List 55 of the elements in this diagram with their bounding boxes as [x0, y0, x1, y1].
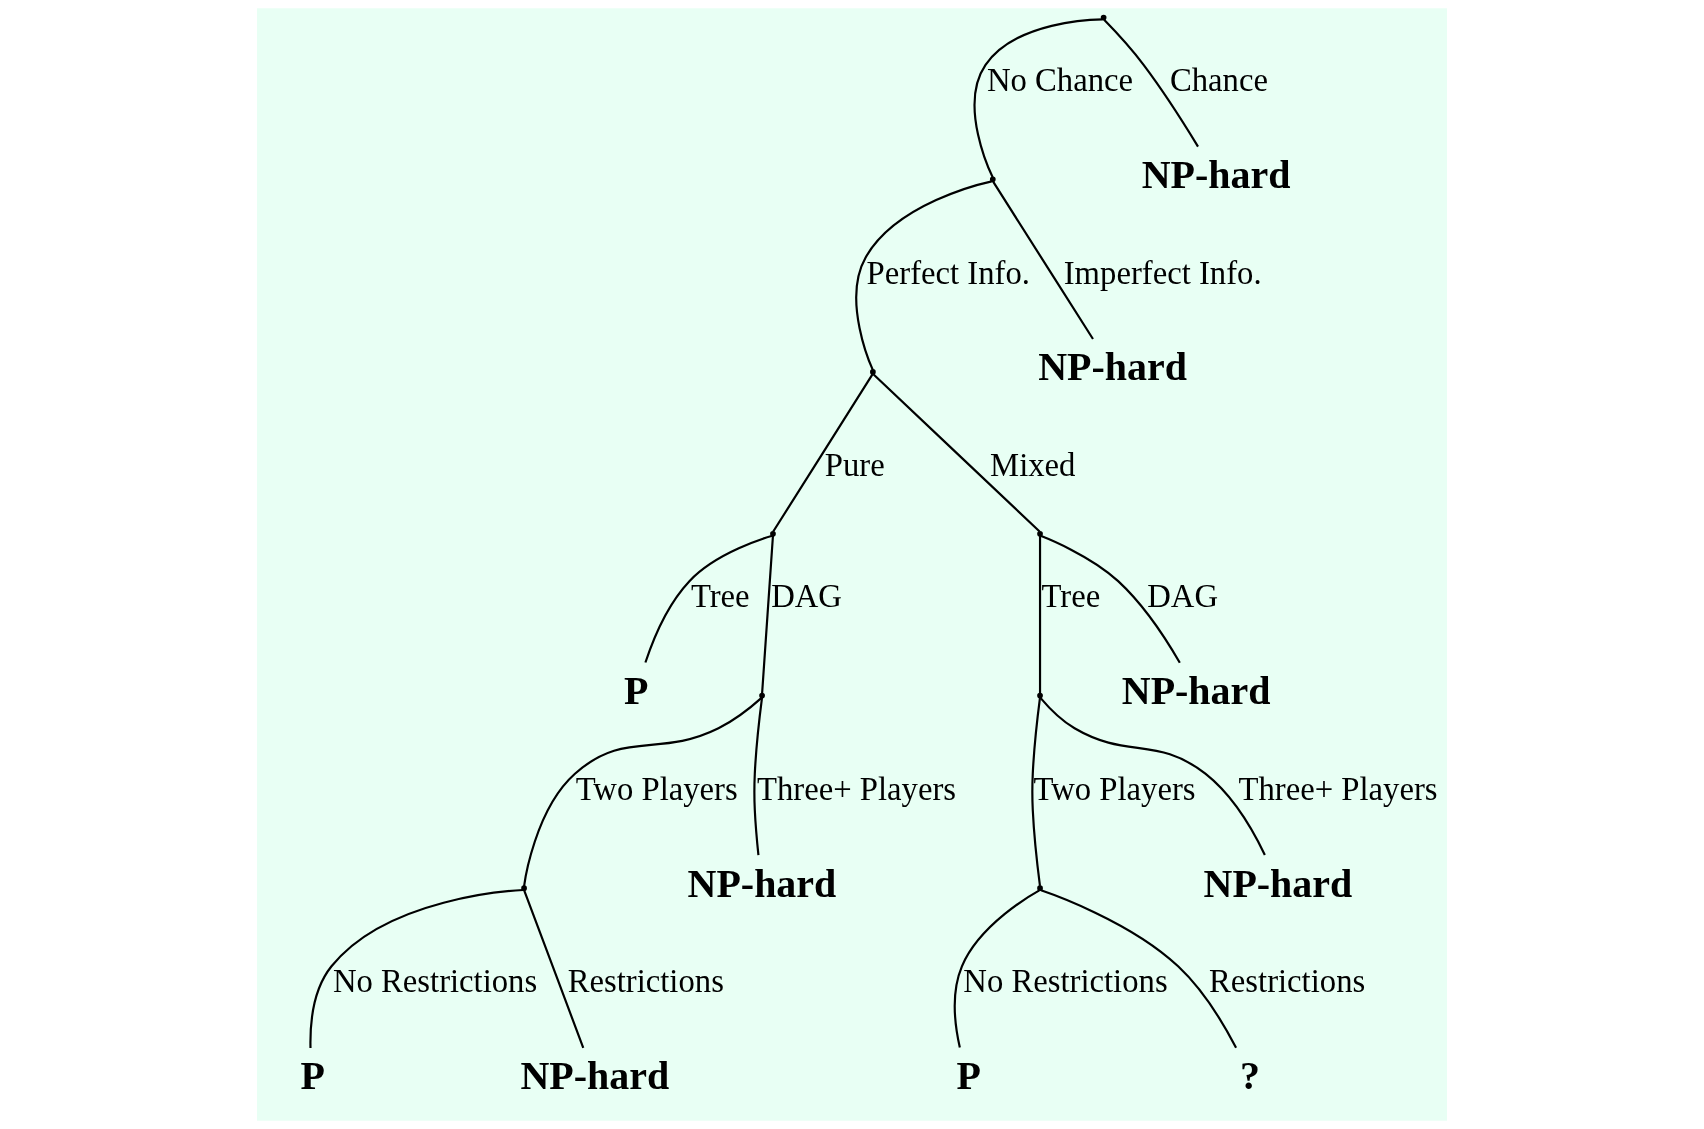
- connector: [872, 373, 1041, 533]
- edge-label: Restrictions: [1209, 963, 1366, 1000]
- node-point: [1037, 885, 1043, 892]
- edge-label: No Chance: [986, 62, 1134, 99]
- connector: [523, 890, 585, 1049]
- connector: [953, 889, 1040, 1048]
- connector: [855, 180, 992, 371]
- edge-label: Restrictions: [567, 963, 724, 1000]
- node-text: P: [956, 1053, 981, 1099]
- edge-label: Chance: [1169, 62, 1268, 99]
- node-point: [989, 176, 996, 183]
- edge-label: No Restrictions: [332, 963, 538, 1000]
- node-text: P: [623, 667, 649, 713]
- node-text: NP-hard: [1121, 667, 1271, 713]
- node-point: [770, 530, 776, 537]
- edge-label: Imperfect Info.: [1063, 254, 1262, 291]
- node-point: [1100, 14, 1107, 21]
- node-text: ?: [1239, 1053, 1260, 1099]
- node-point: [759, 692, 765, 699]
- edge-label: DAG: [1147, 578, 1219, 615]
- connector: [772, 373, 874, 533]
- edge-label: DAG: [771, 578, 842, 615]
- node-text: NP-hard: [687, 860, 837, 906]
- connector: [1040, 534, 1181, 664]
- edge-label: Three+ Players: [1238, 770, 1438, 807]
- node-point: [521, 885, 527, 892]
- connector: [309, 888, 524, 1048]
- node-text: NP-hard: [1038, 344, 1187, 390]
- connector: [761, 535, 774, 694]
- node-text: NP-hard: [1203, 860, 1353, 906]
- connector: [1038, 536, 1042, 694]
- node-text: NP-hard: [520, 1053, 670, 1099]
- edge-label: Three+ Players: [757, 770, 957, 807]
- node-point: [1037, 530, 1043, 537]
- edge-label: Tree: [690, 578, 750, 615]
- edge-label: Tree: [1041, 578, 1101, 615]
- connector: [992, 181, 1094, 340]
- edge-label: Pure: [824, 447, 885, 484]
- connector: [1031, 697, 1042, 886]
- connector: [644, 534, 773, 663]
- connector: [1040, 889, 1238, 1049]
- connector: [753, 697, 764, 856]
- connector: [523, 696, 763, 887]
- edge-label: No Restrictions: [963, 963, 1168, 1000]
- edge-label: Mixed: [990, 447, 1076, 484]
- edge-label: Two Players: [1033, 770, 1196, 807]
- connector: [973, 18, 1103, 178]
- node-point: [1037, 692, 1043, 699]
- node-text: NP-hard: [1141, 151, 1291, 197]
- node-text: P: [300, 1053, 326, 1099]
- node-point: [870, 369, 876, 375]
- edge-label: Two Players: [575, 770, 738, 807]
- connector: [1103, 18, 1199, 148]
- edge-label: Perfect Info.: [866, 254, 1030, 291]
- connector: [1039, 696, 1266, 856]
